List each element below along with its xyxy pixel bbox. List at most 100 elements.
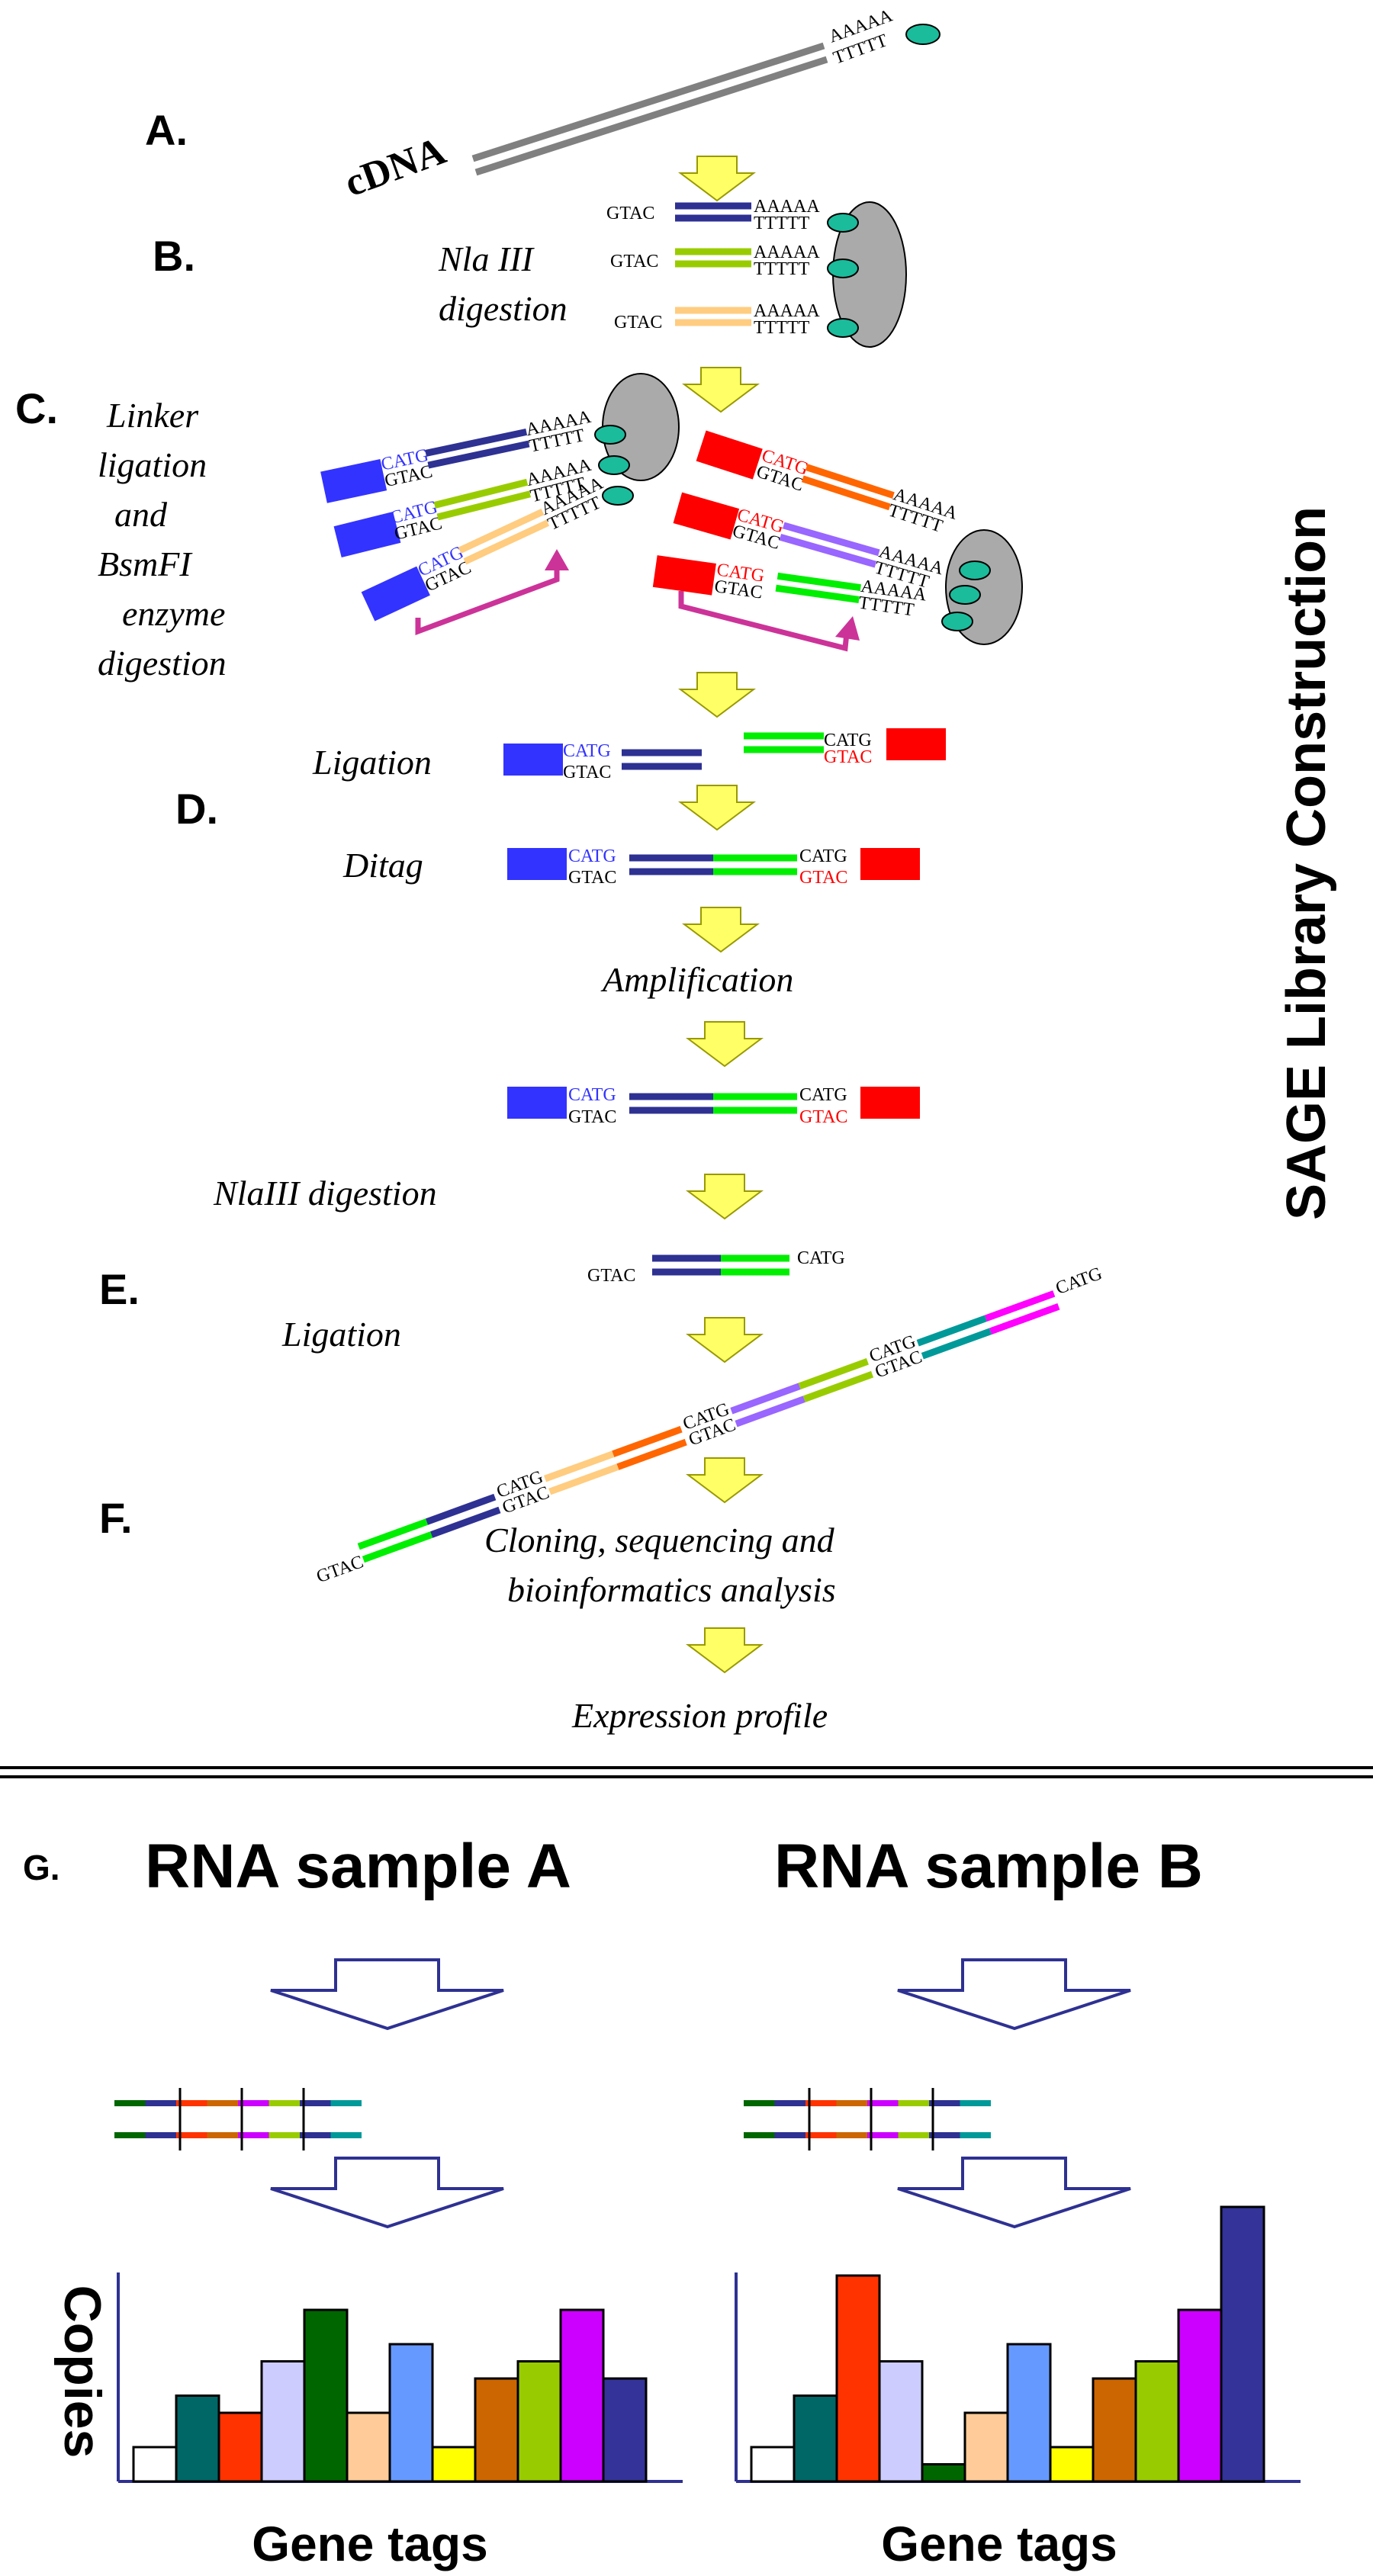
bar bbox=[260, 2360, 306, 2483]
concatemer-b bbox=[744, 2088, 991, 2150]
sample-b-title: RNA sample B bbox=[774, 1832, 1203, 1901]
bar bbox=[1092, 2377, 1137, 2483]
bar bbox=[175, 2395, 220, 2483]
hollow-arrow-a2 bbox=[270, 2157, 504, 2229]
arrow-9 bbox=[687, 1457, 762, 1503]
label-b: B. bbox=[153, 232, 195, 280]
svg-text:and: and bbox=[114, 495, 168, 534]
label-a: A. bbox=[145, 106, 188, 154]
bar bbox=[388, 2343, 434, 2483]
chart-sample-a bbox=[117, 2272, 683, 2483]
sample-a-title: RNA sample A bbox=[145, 1832, 571, 1901]
ligation-label: Ligation bbox=[312, 743, 432, 782]
svg-text:AAAAA: AAAAA bbox=[754, 243, 820, 262]
bar bbox=[559, 2308, 605, 2483]
svg-text:CATG: CATG bbox=[799, 1085, 847, 1105]
label-g: G. bbox=[23, 1848, 60, 1887]
svg-text:GTAC: GTAC bbox=[568, 1107, 616, 1127]
bar bbox=[602, 2377, 648, 2483]
svg-text:GTAC: GTAC bbox=[606, 204, 654, 223]
bar bbox=[1049, 2446, 1095, 2483]
svg-text:digestion: digestion bbox=[98, 644, 227, 683]
nlaiii-digestion-label: NlaIII digestion bbox=[213, 1174, 437, 1213]
svg-text:TTTTT: TTTTT bbox=[754, 214, 810, 233]
cloning-label-2: bioinformatics analysis bbox=[507, 1570, 836, 1609]
cdna-label: cDNA bbox=[339, 129, 452, 205]
nla-label-1: Nla III bbox=[438, 239, 535, 278]
bar bbox=[431, 2446, 477, 2483]
bar bbox=[921, 2463, 966, 2483]
bar bbox=[878, 2360, 924, 2483]
arrow-10 bbox=[687, 1627, 762, 1673]
svg-text:CATG: CATG bbox=[799, 846, 847, 866]
bar bbox=[963, 2411, 1009, 2483]
svg-text:AAAAA: AAAAA bbox=[754, 301, 820, 321]
x-axis-label-b: Gene tags bbox=[881, 2517, 1117, 2571]
svg-text:GTAC: GTAC bbox=[587, 1266, 635, 1286]
x-axis-label-a: Gene tags bbox=[252, 2517, 487, 2571]
bar bbox=[516, 2360, 562, 2483]
bar bbox=[1220, 2205, 1265, 2483]
arrow-5 bbox=[683, 907, 758, 952]
svg-text:GTAC: GTAC bbox=[799, 1107, 847, 1127]
svg-text:AAAAA: AAAAA bbox=[754, 197, 820, 217]
svg-text:GTAC: GTAC bbox=[799, 868, 847, 888]
bar bbox=[793, 2395, 838, 2483]
arrow-4 bbox=[680, 785, 754, 830]
ditag-3: GTAC CATG bbox=[587, 1248, 845, 1286]
svg-text:GTAC: GTAC bbox=[610, 252, 658, 271]
arrow-3 bbox=[680, 672, 754, 718]
bar bbox=[132, 2446, 178, 2483]
arrow-8 bbox=[687, 1317, 762, 1363]
label-d: D. bbox=[175, 785, 218, 833]
y-axis-label: Copies bbox=[53, 2285, 111, 2459]
arrow-6 bbox=[687, 1021, 762, 1067]
svg-text:CATG: CATG bbox=[568, 1085, 616, 1105]
bar bbox=[835, 2274, 881, 2483]
bar bbox=[346, 2411, 391, 2483]
svg-text:TTTTT: TTTTT bbox=[754, 318, 810, 338]
svg-text:Linker: Linker bbox=[106, 396, 199, 435]
svg-text:CATG: CATG bbox=[563, 741, 611, 761]
svg-text:GTAC: GTAC bbox=[563, 763, 611, 782]
svg-text:GTAC: GTAC bbox=[614, 313, 662, 332]
ligation2-label: Ligation bbox=[281, 1315, 401, 1354]
svg-text:enzyme: enzyme bbox=[122, 594, 225, 633]
expression-label: Expression profile bbox=[571, 1696, 828, 1735]
chart-sample-b bbox=[735, 2205, 1301, 2483]
label-f: F. bbox=[99, 1494, 133, 1542]
svg-text:CATG: CATG bbox=[1053, 1264, 1105, 1299]
concatemer-a bbox=[114, 2088, 362, 2150]
svg-text:GTAC: GTAC bbox=[568, 868, 616, 888]
svg-text:CATG: CATG bbox=[568, 846, 616, 866]
side-title: SAGE Library Construction bbox=[1276, 506, 1337, 1220]
bar bbox=[1177, 2308, 1223, 2483]
hollow-arrow-b1 bbox=[897, 1958, 1131, 2031]
svg-text:CATG: CATG bbox=[797, 1248, 845, 1268]
arrow-7 bbox=[687, 1174, 762, 1219]
svg-text:CATG: CATG bbox=[824, 731, 872, 750]
bar bbox=[217, 2411, 263, 2483]
bar bbox=[1134, 2360, 1180, 2483]
bar bbox=[750, 2446, 796, 2483]
arrow-1 bbox=[680, 156, 754, 201]
svg-text:BsmFI: BsmFI bbox=[98, 544, 193, 583]
linker-ligation-text: Linker ligation and BsmFI enzyme digesti… bbox=[98, 396, 227, 683]
hollow-arrow-a1 bbox=[270, 1958, 504, 2031]
cdna-strand: AAAAA TTTTT bbox=[471, 5, 941, 176]
svg-text:GTAC: GTAC bbox=[314, 1552, 366, 1587]
arrow-2 bbox=[683, 367, 758, 413]
bar bbox=[1006, 2343, 1052, 2483]
ligation-fragments: CATG GTAC CATG GTAC bbox=[503, 728, 946, 782]
ditag-2: CATG GTAC CATG GTAC bbox=[507, 1085, 920, 1127]
svg-text:ligation: ligation bbox=[98, 445, 207, 484]
nla-label-2: digestion bbox=[439, 289, 568, 328]
label-e: E. bbox=[99, 1265, 140, 1313]
cloning-label-1: Cloning, sequencing and bbox=[484, 1521, 835, 1559]
bar bbox=[474, 2377, 519, 2483]
